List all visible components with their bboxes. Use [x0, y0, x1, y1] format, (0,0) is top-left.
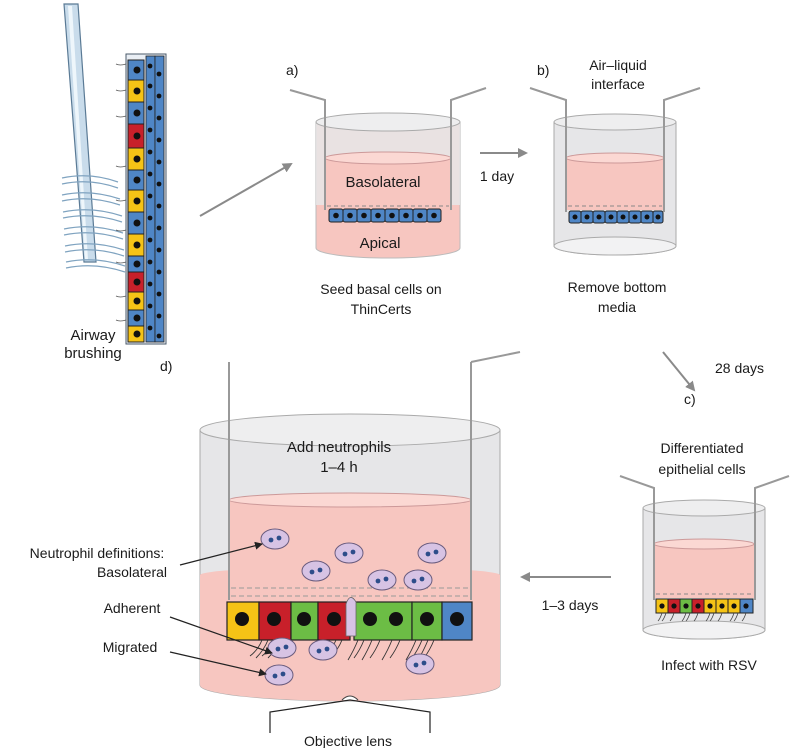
arrow-brush-to-seed — [199, 163, 293, 217]
arrow-ali-to-diff — [662, 351, 696, 392]
well-a — [289, 87, 487, 259]
one-day-label: 1 day — [480, 168, 514, 184]
days13-label: 1–3 days — [542, 597, 599, 613]
airway-cell-strip — [115, 53, 167, 345]
add-label-line2: 1–4 h — [320, 459, 358, 476]
days28-label: 28 days — [715, 360, 764, 376]
add-label-line1: Add neutrophils — [287, 439, 391, 456]
ali-label-line2: interface — [591, 76, 645, 92]
seed-label-line2: ThinCerts — [351, 301, 412, 317]
neutrophils — [260, 528, 447, 686]
brush-bristles — [61, 175, 126, 273]
step-d-label: d) — [160, 358, 172, 374]
arrow-migrated — [169, 651, 267, 677]
airway-label-line2: brushing — [64, 345, 122, 362]
defs-label-line2: Basolateral — [97, 564, 167, 580]
remove-label-line2: media — [598, 299, 636, 315]
migrated-label: Migrated — [103, 639, 157, 655]
diff-label-line2: epithelial cells — [658, 461, 745, 477]
remove-label-line1: Remove bottom — [568, 279, 667, 295]
basolateral-label: Basolateral — [345, 174, 420, 191]
diff-label-line1: Differentiated — [660, 440, 743, 456]
defs-label-line1: Neutrophil definitions: — [30, 545, 165, 561]
step-b-label: b) — [537, 62, 549, 78]
well-b — [529, 87, 701, 256]
infect-label: Infect with RSV — [661, 657, 757, 673]
apical-label: Apical — [360, 235, 401, 252]
objective-lens-bracket — [269, 699, 431, 733]
adherent-label: Adherent — [104, 600, 161, 616]
well-c — [619, 475, 790, 640]
airway-brush-illustration — [61, 3, 167, 345]
ali-label-line1: Air–liquid — [589, 57, 647, 73]
arrow-basolateral — [179, 541, 263, 566]
arrow-adherent — [169, 616, 273, 655]
seed-label-line1: Seed basal cells on — [320, 281, 441, 297]
step-a-label: a) — [286, 62, 298, 78]
objective-lens-label: Objective lens — [304, 733, 392, 748]
well-d — [199, 351, 521, 702]
step-c-label: c) — [684, 391, 696, 407]
airway-label-line1: Airway — [70, 327, 116, 344]
